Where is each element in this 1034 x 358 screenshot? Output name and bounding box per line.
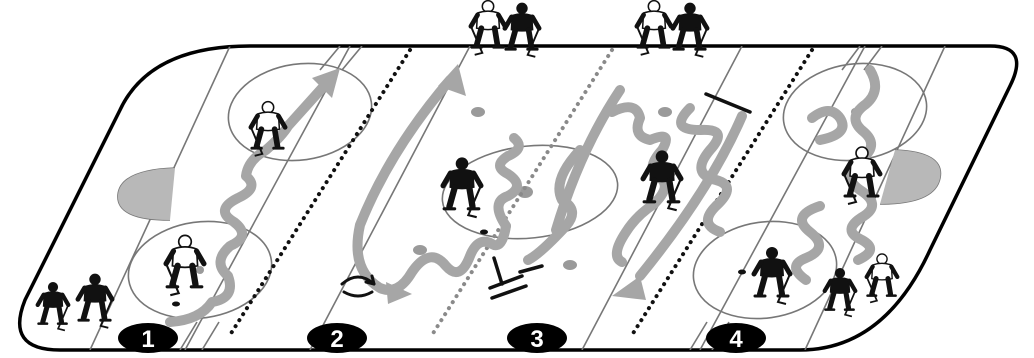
station-number: 3 <box>530 326 543 353</box>
station-badge-2: 2 <box>307 323 367 353</box>
station-number: 2 <box>330 326 343 353</box>
station-badge-3: 3 <box>507 323 567 353</box>
station-number: 1 <box>141 326 154 353</box>
station-number: 4 <box>729 326 743 353</box>
station-badge-4: 4 <box>706 323 766 353</box>
station-badge-1: 1 <box>118 323 178 353</box>
